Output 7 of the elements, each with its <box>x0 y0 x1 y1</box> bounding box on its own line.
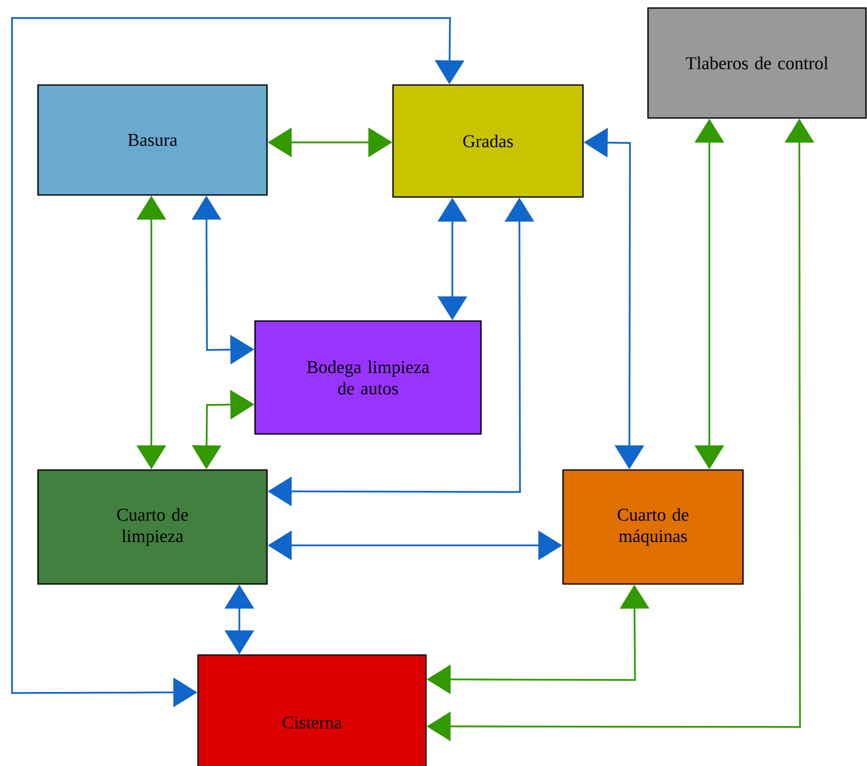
process-box: Cuarto de máquinas <box>562 469 744 585</box>
process-box: Bodega limpieza de autos <box>254 320 482 435</box>
process-box: Basura <box>37 84 268 196</box>
process-box: Tlaberos de control <box>647 7 867 119</box>
process-box: Cisterna <box>197 654 427 766</box>
process-box: Cuarto de limpieza <box>37 469 268 585</box>
process-box: Gradas <box>392 84 584 198</box>
